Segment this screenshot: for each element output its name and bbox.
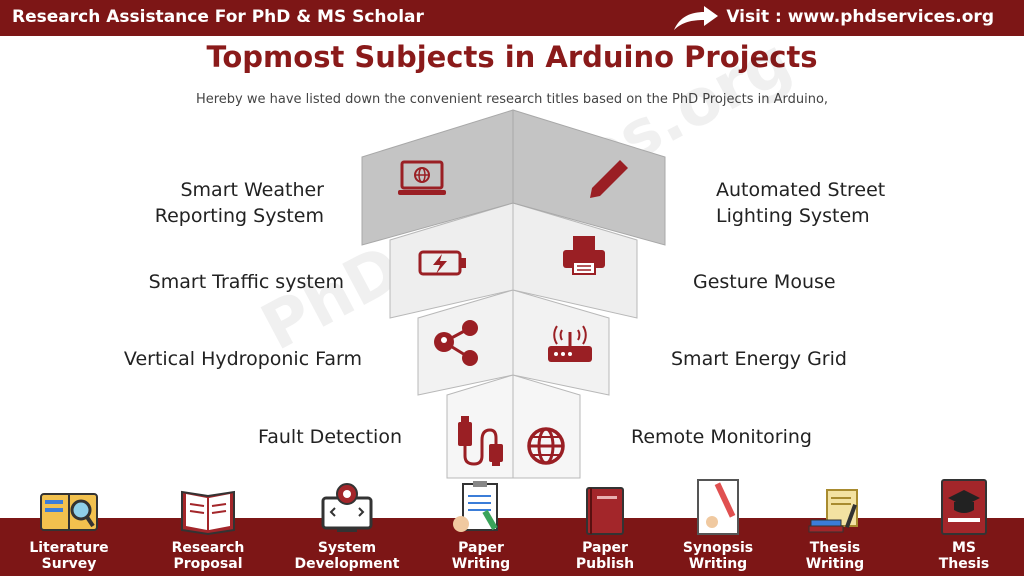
- wifi-router-icon: [548, 325, 592, 362]
- tier-3-right: [512, 289, 610, 396]
- usb-cable-icon: [458, 416, 503, 466]
- website-link[interactable]: Visit : www.phdservices.org: [726, 7, 994, 27]
- header-left-text: Research Assistance For PhD & MS Scholar: [12, 7, 424, 27]
- subject-label-6: Smart Energy Grid: [671, 348, 847, 370]
- subject-label-5: Vertical Hydroponic Farm: [123, 348, 362, 370]
- header-bar: Research Assistance For PhD & MS Scholar…: [0, 0, 1024, 36]
- research-proposal-icon: [181, 490, 235, 536]
- share-network-icon: [434, 320, 478, 366]
- literature-survey-icon: [40, 493, 98, 531]
- subject-label-7: Fault Detection: [258, 426, 402, 448]
- synopsis-writing-icon: [697, 479, 739, 535]
- arrow-icon: [674, 6, 718, 30]
- system-development-icon: [321, 483, 373, 532]
- subject-label-4: Gesture Mouse: [693, 271, 836, 293]
- paper-publish-icon: [586, 487, 624, 535]
- pencil-icon: [590, 160, 628, 198]
- services-bar: [0, 518, 1024, 576]
- page-subtitle: Hereby we have listed down the convenien…: [195, 92, 829, 107]
- subject-label-3: Smart Traffic system: [148, 271, 344, 293]
- globe-icon: [527, 427, 565, 465]
- thesis-writing-icon: [808, 489, 858, 533]
- battery-charging-icon: [418, 250, 466, 276]
- paper-writing-icon: [453, 481, 498, 532]
- ms-thesis-icon: [941, 479, 987, 535]
- laptop-globe-icon: [398, 160, 446, 195]
- page-title: Topmost Subjects in Arduino Projects: [206, 40, 818, 74]
- printer-icon: [563, 236, 605, 275]
- subject-label-8: Remote Monitoring: [631, 426, 812, 448]
- tier-1-right: [512, 109, 666, 246]
